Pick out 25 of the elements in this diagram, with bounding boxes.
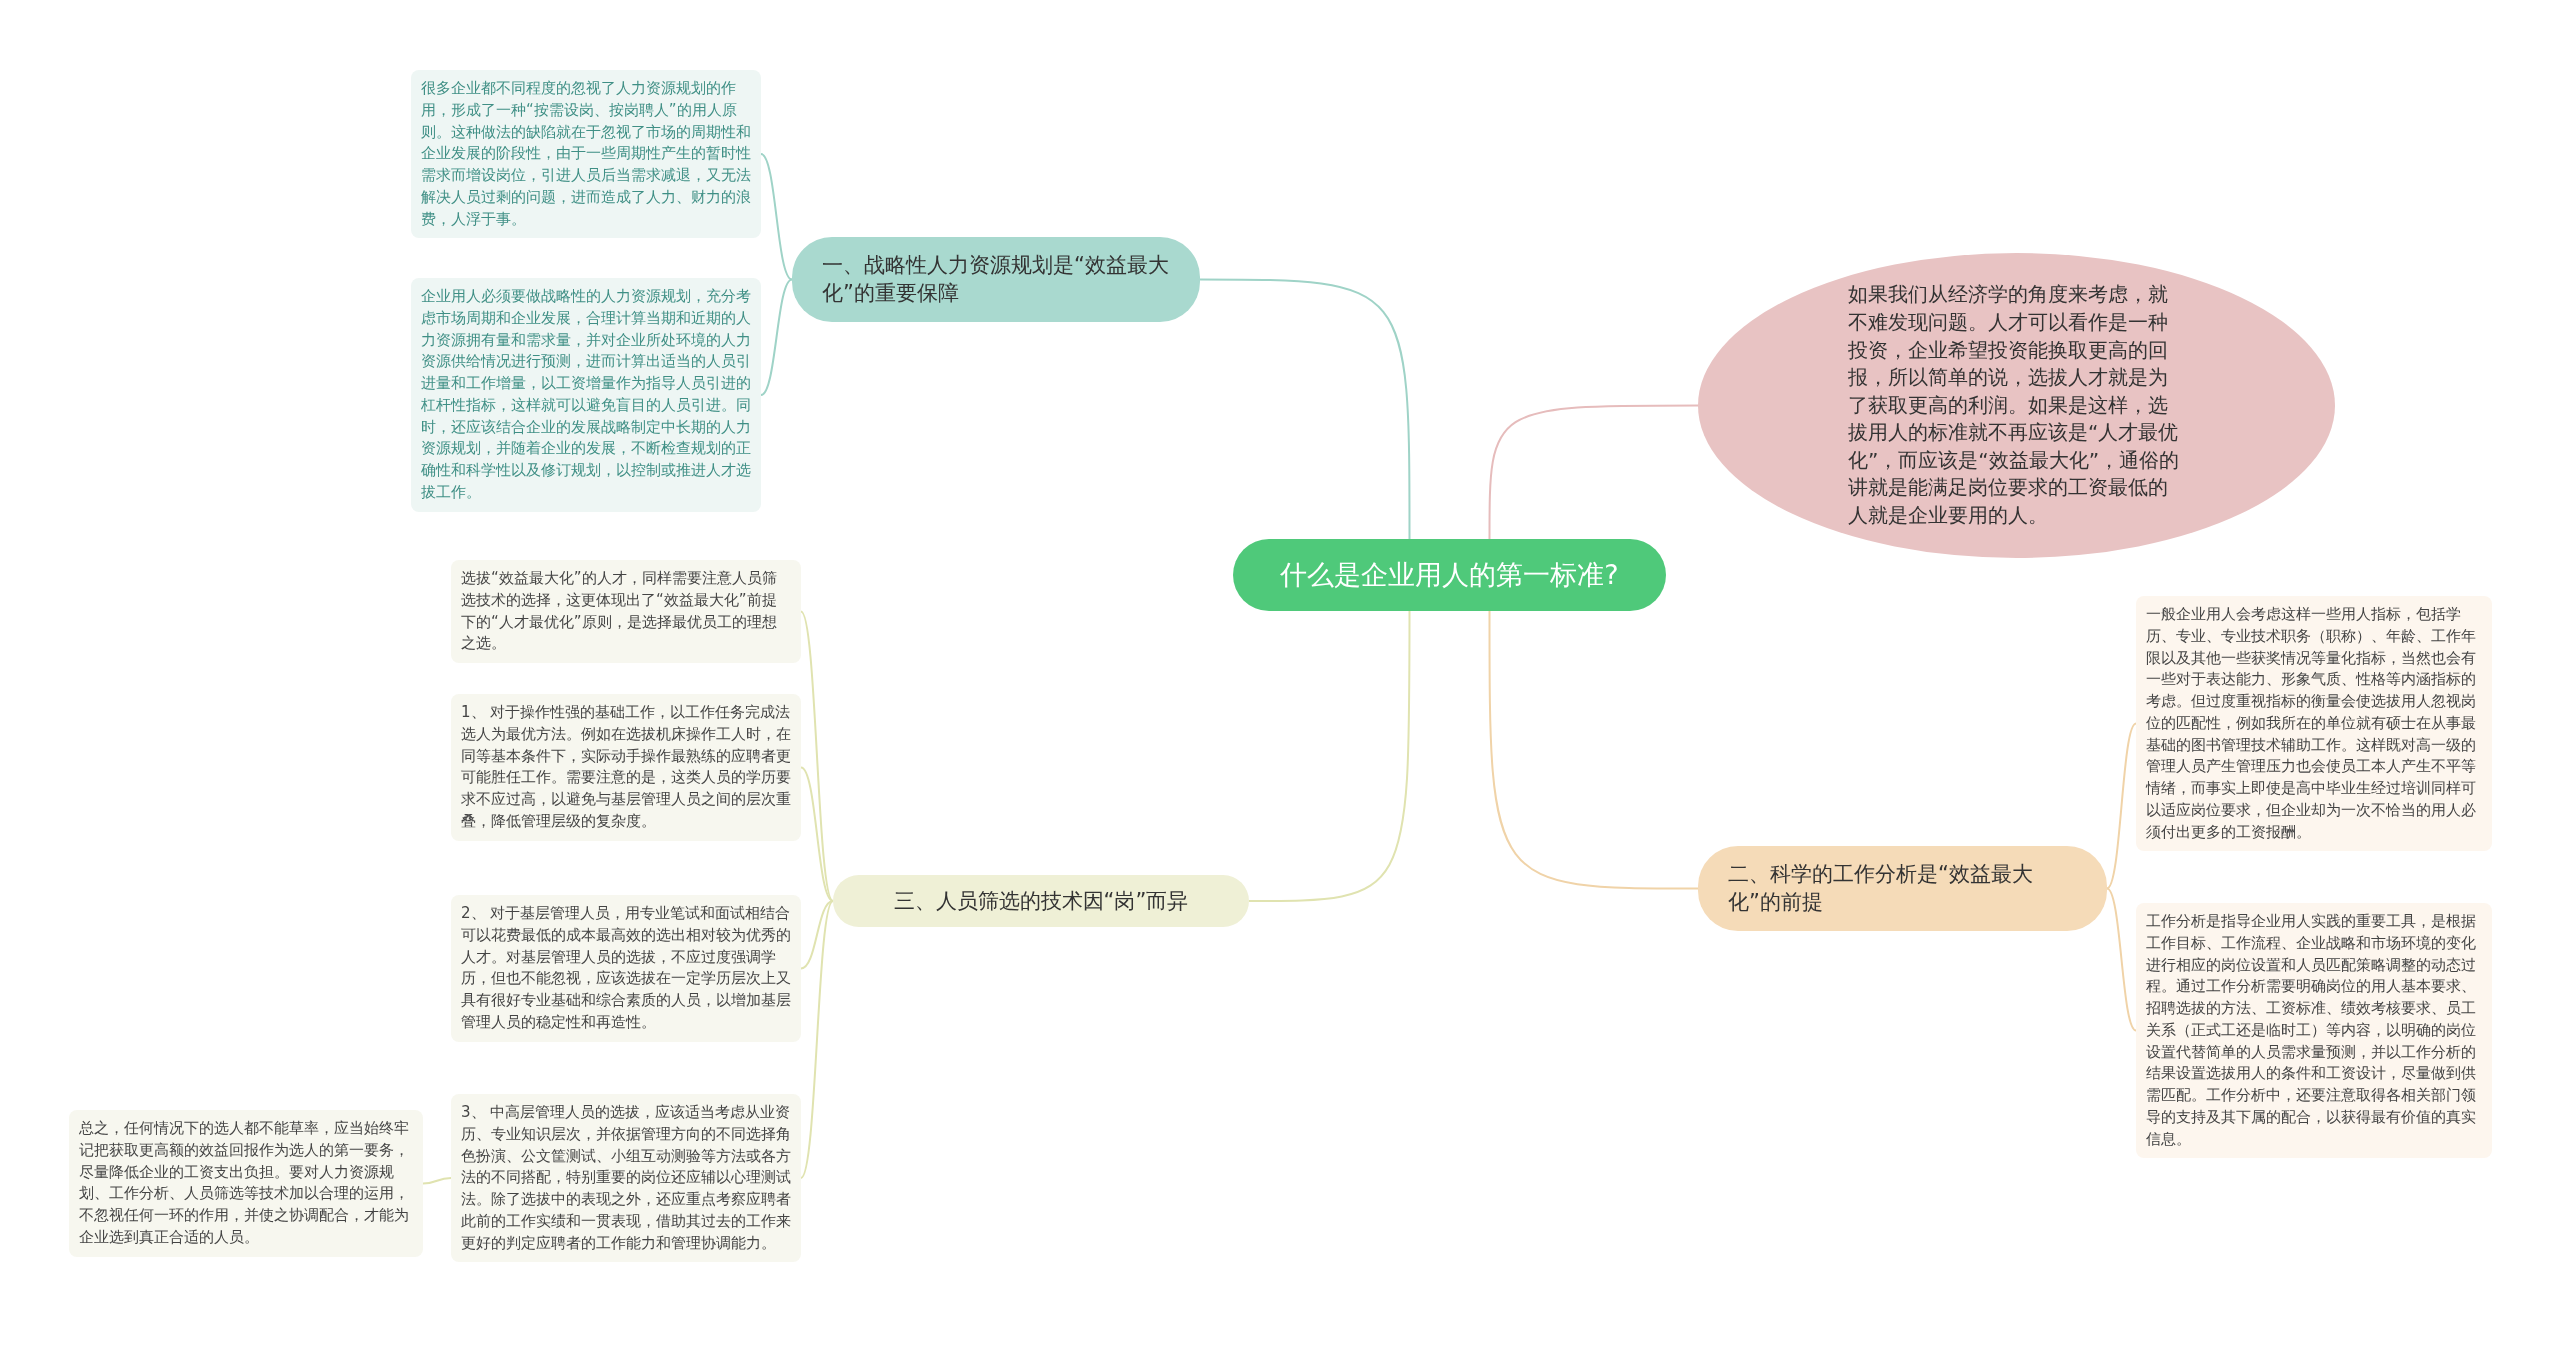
connector-line xyxy=(1248,610,1411,902)
connector-line xyxy=(800,900,834,1179)
connector-line xyxy=(2106,887,2137,1032)
connector-line xyxy=(800,766,834,902)
note-card: 企业用人必须要做战略性的人力资源规划，充分考虑市场周期和企业发展，合理计算当期和近期的人力资源拥有量和需求量，并对企业所处环境的人力资源供给情况进行预测，进而计算出适当的人员引进量和工作增量，以工资增量作为指导人员引进的杠杆性指标，这样就可以避免盲目的人员引进。同时，还应该结合企业的发展战略制定中长期的人力资源规划，并随着企业的发展，不断检查规划的正确性和科学性以及修订规划，以控制或推进人才选拔工作。 xyxy=(411,278,761,512)
note-card: 3、 中高层管理人员的选拔，应该适当考虑从业资历、专业知识层次，并依据管理方向的不同选择角色扮演、公文筐测试、小组互动测验等方法或各方法的不同搭配，特别重要的岗位还应辅以心理测试法。除了选拔中的表现之外，还应重点考察应聘者此前的工作实绩和一贯表现，借助其过去的工作来更好的判定应聘者的工作能力和管理协调能力。 xyxy=(451,1094,801,1263)
note-card: 选拔“效益最大化”的人才，同样需要注意人员筛选技术的选择，这更体现出了“效益最大化”前提下的“人才最优化”原则，是选择最优员工的理想之选。 xyxy=(451,560,801,663)
note-card: 很多企业都不同程度的忽视了人力资源规划的作用，形成了一种“按需设岗、按岗聘人”的用人原则。这种做法的缺陷就在于忽视了市场的周期性和企业发展的阶段性，由于一些周期性产生的暂时性需求而增设岗位，引进人员后当需求减退，又无法解决人员过剩的问题，进而造成了人力、财力的浪费，人浮于事。 xyxy=(411,70,761,239)
connector-line xyxy=(1488,610,1699,890)
note-card: 一般企业用人会考虑这样一些用人指标，包括学历、专业、专业技术职务（职称）、年龄、工作年限以及其他一些获奖情况等量化指标，当然也会有一些对于表达能力、形象气质、性格等内涵指标的考虑。但过度重视指标的衡量会使选拔用人忽视岗位的匹配性，例如我所在的单位就有硕士在从事最基础的图书管理技术辅助工作。这样既对高一级的管理人员产生管理压力也会使员工本人产生不平等情绪，而事实上即使是高中毕业生经过培训同样可以适应岗位要求，但企业却为一次不恰当的用人必须付出更多的工资报酬。 xyxy=(2136,596,2492,852)
note-card: 总之，任何情况下的选人都不能草率，应当始终牢记把获取更高额的效益回报作为选人的第一要务，尽量降低企业的工资支出负担。要对人力资源规划、工作分析、人员筛选等技术加以合理的运用，不忽视任何一环的作用，并使之协调配合，才能为企业选到真正合适的人员。 xyxy=(69,1110,423,1257)
connector-line xyxy=(422,1177,452,1185)
oval-topic: 如果我们从经济学的角度来考虑，就不难发现问题。人才可以看作是一种投资，企业希望投资能换取更高的回报，所以简单的说，选拔人才就是为了获取更高的利润。如果是这样，选拔用人的标准就不再应该是“人才最优化”，而应该是“效益最大化”，通俗的讲就是能满足岗位要求的工资最低的人就是企业要用的人。 xyxy=(1698,253,2335,558)
note-card: 1、 对于操作性强的基础工作，以工作任务完成法选人为最优方法。例如在选拔机床操作工人时，在同等基本条件下，实际动手操作最熟练的应聘者更可能胜任工作。需要注意的是，这类人员的学历要求不应过高，以避免与基层管理人员之间的层次重叠，降低管理层级的复杂度。 xyxy=(451,694,801,841)
note-card: 工作分析是指导企业用人实践的重要工具，是根据工作目标、工作流程、企业战略和市场环境的变化进行相应的岗位设置和人员匹配策略调整的动态过程。通过工作分析需要明确岗位的用人基本要求、招聘选拔的方法、工资标准、绩效考核要求、员工关系（正式工还是临时工）等内容，以明确的岗位设置代替简单的人员需求量预测，并以工作分析的结果设置选拔用人的条件和工资设计，尽量做到供需匹配。工作分析中，还要注意取得各相关部门领导的支持及其下属的配合，以获得最有价值的真实信息。 xyxy=(2136,903,2492,1159)
connector-line xyxy=(760,278,793,396)
branch-topic: 三、人员筛选的技术因“岗”而异 xyxy=(833,875,1249,928)
connector-line xyxy=(1199,278,1411,540)
connector-line xyxy=(1488,404,1699,540)
connector-line xyxy=(2106,722,2137,890)
note-card: 2、 对于基层管理人员，用专业笔试和面试相结合可以花费最低的成本最高效的选出相对较为优秀的人才。对基层管理人员的选拔，不应过度强调学历，但也不能忽视，应该选拔在一定学历层次上又具有很好专业基础和综合素质的人员，以增加基层管理人员的稳定性和再造性。 xyxy=(451,895,801,1042)
branch-topic: 一、战略性人力资源规划是“效益最大化”的重要保障 xyxy=(792,237,1200,322)
central-topic: 什么是企业用人的第一标准? xyxy=(1233,539,1666,612)
connector-line xyxy=(760,153,793,281)
branch-topic: 二、科学的工作分析是“效益最大化”的前提 xyxy=(1698,846,2107,931)
